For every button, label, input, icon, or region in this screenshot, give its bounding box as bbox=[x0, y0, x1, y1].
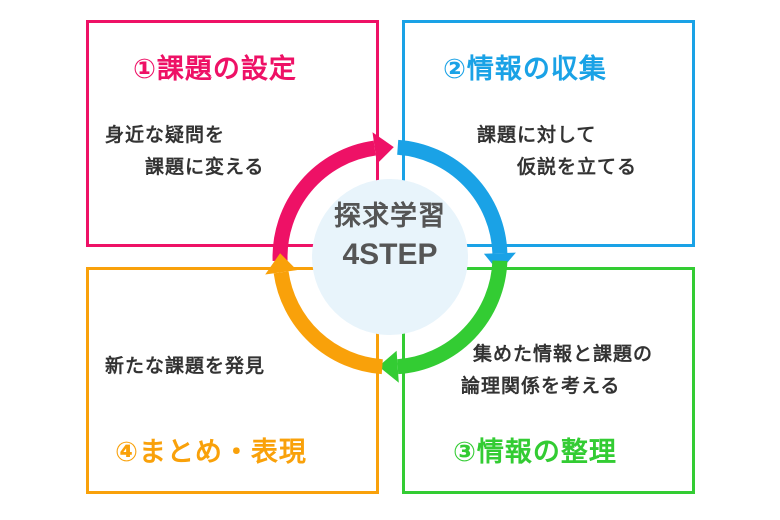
cycle-arrow-2 bbox=[397, 139, 508, 254]
step-desc-3-line-2: 論理関係を考える bbox=[461, 375, 621, 397]
step-title-2: ②情報の収集 bbox=[443, 54, 607, 85]
step-desc-1-line-2: 課題に変える bbox=[145, 156, 265, 178]
step-desc-2-line-1: 課題に対して bbox=[477, 124, 597, 146]
cycle-arrow-4 bbox=[273, 271, 383, 375]
step-desc-4: 新たな課題を発見 bbox=[105, 350, 265, 382]
cycle-arrow-1 bbox=[272, 140, 376, 262]
step-card-4: ④まとめ・表現 新たな課題を発見 bbox=[86, 267, 379, 494]
cycle-arrow-3 bbox=[397, 260, 508, 375]
center-title: 探求学習 bbox=[334, 201, 446, 232]
center-label: 探求学習 4STEP bbox=[316, 198, 464, 274]
center-subtitle: 4STEP bbox=[342, 238, 438, 271]
step-desc-1: 身近な疑問を 課題に変える bbox=[105, 119, 264, 183]
step-desc-1-line-1: 身近な疑問を bbox=[105, 124, 226, 146]
step-card-1: ①課題の設定 身近な疑問を 課題に変える bbox=[86, 20, 379, 247]
step-title-4: ④まとめ・表現 bbox=[115, 437, 307, 468]
step-desc-3: 集めた情報と課題の 論理関係を考える bbox=[461, 338, 654, 402]
step-desc-2-line-2: 仮説を立てる bbox=[517, 156, 638, 178]
cycle-arrow-head-3 bbox=[378, 350, 399, 383]
step-desc-3-line-1: 集めた情報と課題の bbox=[473, 343, 654, 365]
step-card-2: ②情報の収集 課題に対して 仮説を立てる bbox=[402, 20, 695, 247]
step-desc-4-line-1: 新たな課題を発見 bbox=[105, 355, 266, 377]
cycle-arrow-head-4 bbox=[265, 253, 297, 275]
cycle-arrow-head-1 bbox=[372, 132, 394, 164]
center-circle bbox=[312, 179, 468, 335]
step-desc-2: 課題に対して 仮説を立てる bbox=[477, 119, 637, 183]
step-title-3: ③情報の整理 bbox=[453, 437, 617, 468]
step-title-1: ①課題の設定 bbox=[133, 54, 297, 85]
